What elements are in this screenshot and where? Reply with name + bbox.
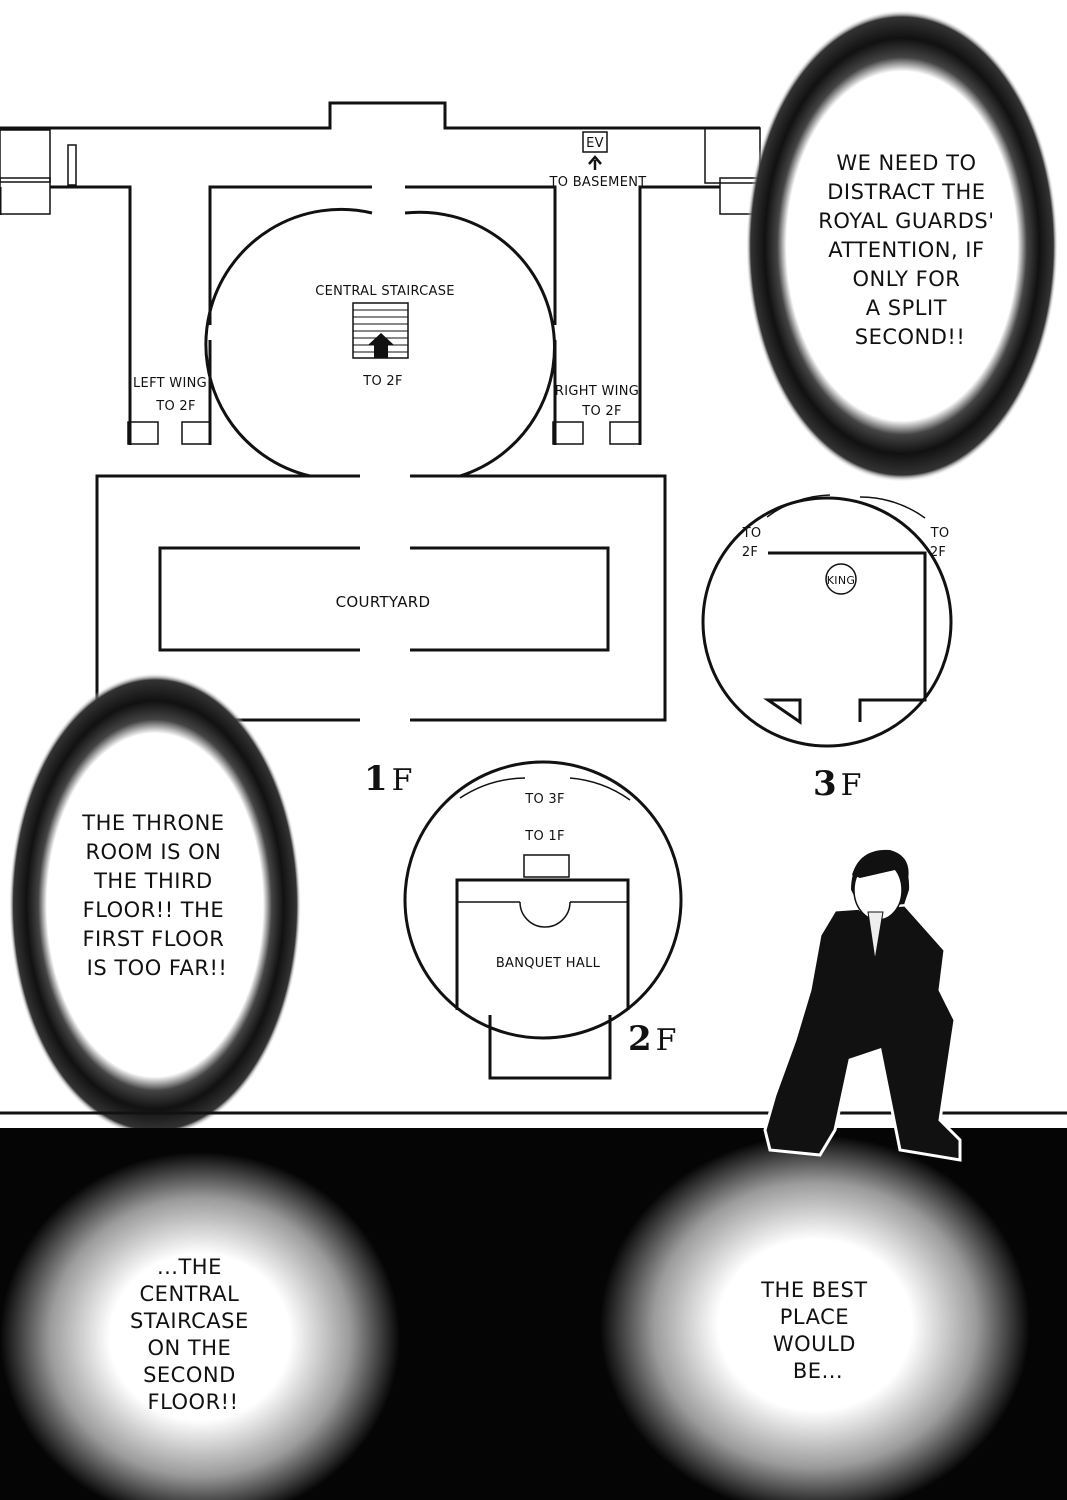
to-3f-label: TO 3F [524,792,565,807]
thought-text: ...THE CENTRAL STAIRCASE ON THE SECOND F… [130,1255,256,1414]
arrow-up-icon [588,155,602,170]
left-wing-to-2f-label: TO 2F [155,399,196,414]
floorplan-1f: EV TO BASEMENT CENTRAL STAIRCASE TO 2F L… [0,101,761,799]
thought-burst-left: THE THRONE ROOM IS ON THE THIRD FLOOR!! … [9,673,301,1137]
elevator-label: EV [586,136,604,151]
stair-arrow-icon [368,333,394,358]
to-basement-label: TO BASEMENT [549,175,647,190]
thought-burst-top-right: WE NEED TO DISTRACT THE ROYAL GUARDS' AT… [746,10,1058,482]
right-wing-to-2f-label: TO 2F [581,404,622,419]
thought-text: WE NEED TO DISTRACT THE ROYAL GUARDS' AT… [818,151,1001,349]
thought-text: THE THRONE ROOM IS ON THE THIRD FLOOR!! … [81,811,231,980]
suited-man-figure [763,849,962,1162]
to-2f-left-b: 2F [742,545,758,560]
to-2f-right-b: 2F [930,545,946,560]
to-1f-label: TO 1F [524,829,565,844]
banquet-hall-label: BANQUET HALL [496,956,601,971]
central-staircase-label: CENTRAL STAIRCASE [315,284,455,299]
to-2f-right-a: TO [930,526,950,541]
right-wing-label: RIGHT WING [555,384,639,399]
speech-text-bottom-right: THE BEST PLACE WOULD BE... [760,1278,875,1383]
courtyard-label: COURTYARD [336,593,431,611]
king-label: KING [827,574,855,587]
to-2f-left-a: TO [742,526,762,541]
speech-text-bottom-left: ...THE CENTRAL STAIRCASE ON THE SECOND F… [130,1255,256,1414]
left-wing-label: LEFT WING [133,376,207,391]
to-2f-label: TO 2F [362,374,403,389]
bottom-panel [0,1111,1067,1500]
thought-text: THE BEST PLACE WOULD BE... [760,1278,875,1383]
